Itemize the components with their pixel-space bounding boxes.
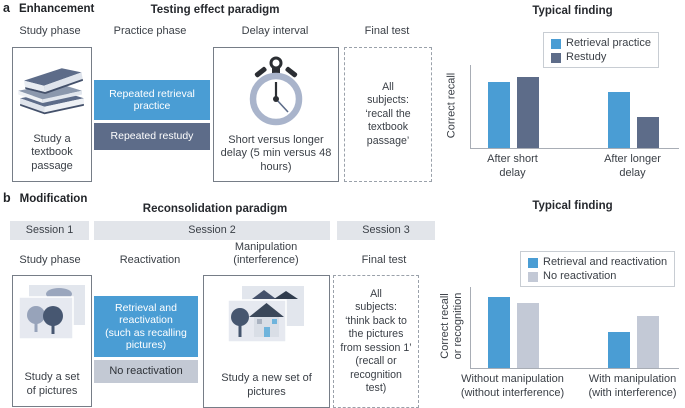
bar	[608, 332, 630, 368]
chart-plot	[470, 287, 679, 369]
bar	[517, 303, 539, 368]
stopwatch-icon	[249, 56, 303, 126]
retrieval-and-reactivation-box: Retrieval and reactivation (such as reca…	[94, 296, 198, 357]
chart-title: Typical finding	[532, 200, 613, 212]
chart-title: Typical finding	[532, 5, 613, 17]
column-label-study-phase-b: Study phase	[19, 254, 81, 266]
delay-interval-box: Short versus longer delay (5 min versus …	[213, 47, 339, 182]
bar-group	[488, 65, 539, 148]
bar-group	[608, 65, 659, 148]
bar	[517, 76, 539, 148]
legend-label: Retrieval practice	[566, 37, 651, 49]
legend-label: Restudy	[566, 51, 607, 63]
panel-b-title: Modification	[19, 193, 88, 205]
books-icon	[18, 68, 84, 115]
chart-plot	[470, 65, 679, 149]
category-label: After short delay	[487, 153, 538, 179]
legend-swatch	[528, 257, 538, 268]
study-phase-box-a: Study a textbook passage	[12, 47, 92, 182]
session-3-bar: Session 3	[337, 221, 435, 240]
paradigm-title-a: Testing effect paradigm	[150, 4, 280, 16]
final-test-text-a: All subjects: ‘recall the textbook passa…	[365, 80, 411, 147]
delay-caption: Short versus longer delay (5 min versus …	[220, 133, 332, 173]
column-label-final-test-a: Final test	[364, 25, 410, 37]
panel-a-title: Enhancement	[18, 3, 95, 15]
bar	[608, 92, 630, 148]
column-label-reactivation: Reactivation	[119, 254, 181, 266]
panel-a-heading: a Enhancement	[3, 1, 94, 15]
y-axis-label: Correct recall or recognition	[439, 292, 464, 360]
repeated-restudy-box: Repeated restudy	[94, 123, 210, 150]
category-label: After longer delay	[604, 153, 661, 179]
legend-swatch	[551, 38, 561, 49]
bar-group	[488, 287, 539, 368]
repeated-retrieval-practice-box: Repeated retrieval practice	[94, 80, 210, 120]
bar	[488, 296, 510, 368]
final-test-text-b: All subjects: ‘think back to the picture…	[340, 287, 412, 395]
category-label: With manipulation (with interference)	[588, 373, 677, 399]
session-2-bar: Session 2	[94, 221, 330, 240]
column-label-delay-interval: Delay interval	[241, 25, 309, 37]
final-test-box-a: All subjects: ‘recall the textbook passa…	[344, 47, 432, 182]
legend-item: Retrieval practice	[551, 37, 651, 50]
study-phase-box-b: Study a set of pictures	[12, 275, 92, 407]
final-test-box-b: All subjects: ‘think back to the picture…	[333, 275, 419, 408]
panel-b-heading: b Modification	[3, 191, 87, 205]
column-label-final-test-b: Final test	[361, 254, 407, 266]
stopwatch-icon-wrap	[214, 55, 338, 129]
x-axis-labels: Without manipulation (without interferen…	[461, 373, 678, 407]
legend-swatch	[528, 271, 538, 282]
house-pictures-icon-wrap	[204, 286, 329, 344]
column-label-study-phase-a: Study phase	[19, 25, 81, 37]
pictures-icon-wrap	[13, 285, 91, 341]
session-1-bar: Session 1	[10, 221, 89, 240]
pictures-icon	[19, 285, 85, 340]
y-axis-label: Correct recall	[445, 72, 458, 139]
category-label: Without manipulation (without interferen…	[460, 373, 565, 399]
bar-group	[608, 287, 659, 368]
chart-typical-finding-b: Typical finding Retrieval and reactivati…	[439, 190, 685, 408]
house-pictures-icon	[227, 286, 304, 343]
study-phase-caption-b: Study a set of pictures	[24, 371, 80, 397]
bar	[637, 316, 659, 368]
manipulation-caption: Study a new set of pictures	[221, 372, 312, 398]
books-icon-wrap	[13, 57, 91, 117]
legend-item: Restudy	[551, 51, 651, 64]
study-phase-caption-a: Study a textbook passage	[31, 132, 73, 172]
column-label-practice-phase: Practice phase	[113, 25, 187, 37]
panel-b-letter: b	[3, 191, 11, 205]
legend-swatch	[551, 52, 561, 63]
bar	[637, 117, 659, 148]
manipulation-box: Study a new set of pictures	[203, 275, 330, 408]
legend-item: No reactivation	[528, 270, 667, 283]
legend-item: Retrieval and reactivation	[528, 256, 667, 269]
x-axis-labels: After short delay After longer delay	[470, 153, 678, 187]
paradigm-title-b: Reconsolidation paradigm	[142, 203, 288, 215]
panel-a-letter: a	[3, 1, 10, 15]
no-reactivation-box: No reactivation	[94, 360, 198, 383]
legend-label: No reactivation	[543, 270, 617, 282]
chart-legend: Retrieval and reactivation No reactivatio…	[520, 251, 676, 287]
column-label-manipulation: Manipulation (interference)	[233, 241, 299, 266]
bar	[488, 81, 510, 148]
legend-label: Retrieval and reactivation	[543, 256, 668, 268]
